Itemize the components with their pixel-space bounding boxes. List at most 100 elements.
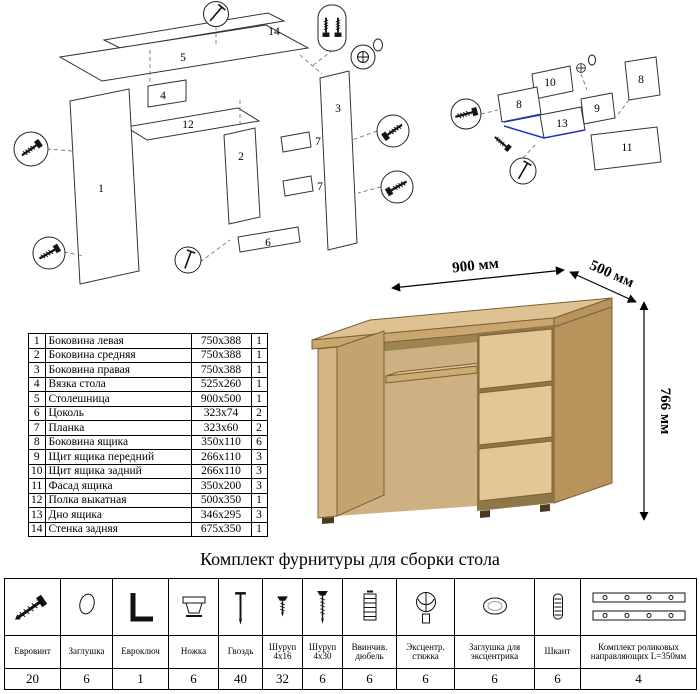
kit-icon-cell bbox=[580, 578, 697, 636]
part-label: 10 bbox=[544, 77, 556, 89]
panel-tie bbox=[147, 79, 187, 108]
drawer-unit-side bbox=[553, 306, 613, 504]
part-size-cell: 323x60 bbox=[190, 420, 252, 436]
drawer-side-panel-2 bbox=[624, 56, 661, 101]
cap-icon bbox=[78, 593, 95, 615]
kit-item-name: Гвоздь bbox=[218, 635, 263, 669]
part-number-cell: 14 bbox=[28, 521, 46, 537]
assembly-guide-lines bbox=[480, 73, 630, 159]
kit-item-qty: 6 bbox=[342, 668, 397, 690]
kit-item-qty: 6 bbox=[302, 668, 343, 690]
kit-item-name: Шуруп 4x16 bbox=[262, 635, 303, 669]
part-qty-cell: 2 bbox=[250, 420, 268, 436]
part-size-cell: 900x500 bbox=[190, 391, 252, 407]
part-label: 5 bbox=[180, 52, 186, 64]
part-size-cell: 750x388 bbox=[190, 362, 252, 378]
part-name-cell: Щит ящика передний bbox=[44, 449, 192, 465]
part-name-cell: Боковина правая bbox=[44, 362, 192, 378]
kit-names-row: Евровинт Заглушка Евроключ Ножка Гвоздь … bbox=[4, 635, 697, 669]
kit-title: Комплект фурнитуры для сборки стола bbox=[200, 549, 500, 569]
kit-icon-cell bbox=[218, 578, 263, 636]
drawers-exploded-diagram: 10 8 9 13 8 11 bbox=[450, 54, 662, 185]
drawer-front-bottom bbox=[478, 440, 553, 502]
part-qty-cell: 1 bbox=[250, 362, 268, 378]
part-label: 13 bbox=[556, 118, 568, 130]
part-name-cell: Цоколь bbox=[44, 405, 192, 421]
kit-icon-cell bbox=[342, 578, 397, 636]
kit-item-qty: 20 bbox=[4, 668, 61, 690]
part-name-cell: Боковина левая bbox=[44, 333, 192, 349]
kit-item-name: Шкант bbox=[534, 635, 581, 669]
panel-plinth bbox=[237, 226, 301, 253]
part-label: 3 bbox=[335, 103, 341, 115]
part-size-cell: 350x110 bbox=[190, 434, 252, 450]
drawer-front-top bbox=[478, 328, 553, 390]
part-number-cell: 4 bbox=[28, 376, 46, 392]
part-size-cell: 750x388 bbox=[190, 333, 252, 349]
kit-icon-cell bbox=[396, 578, 455, 636]
callout-pill bbox=[317, 4, 347, 52]
part-label: 8 bbox=[516, 99, 522, 111]
part-name-cell: Стенка задняя bbox=[44, 521, 192, 537]
desk-body bbox=[311, 297, 613, 524]
threaded-dowel-icon bbox=[363, 590, 376, 621]
part-label: 7 bbox=[317, 181, 323, 193]
part-qty-cell: 6 bbox=[250, 434, 268, 450]
drawer-slides-icon bbox=[592, 592, 685, 621]
part-size-cell: 266x110 bbox=[190, 463, 252, 479]
eccentric-cap-mark bbox=[588, 54, 596, 66]
part-label: 7 bbox=[315, 136, 321, 148]
panel-left-side bbox=[69, 88, 140, 285]
part-name-cell: Щит ящика задний bbox=[44, 463, 192, 479]
kit-item-qty: 32 bbox=[262, 668, 303, 690]
part-label: 1 bbox=[98, 183, 104, 195]
part-number-cell: 11 bbox=[28, 478, 46, 494]
wood-dowel-icon bbox=[552, 593, 563, 620]
part-name-cell: Боковина ящика bbox=[44, 434, 192, 450]
kit-item-name: Комплект роликовых направляющих L=350мм bbox=[580, 635, 697, 669]
kit-item-qty: 40 bbox=[218, 668, 263, 690]
part-qty-cell: 3 bbox=[250, 449, 268, 465]
part-number-cell: 2 bbox=[28, 347, 46, 363]
drawer-bottom-highlight bbox=[503, 114, 586, 139]
eccentric-cam-icon bbox=[415, 592, 436, 624]
depth-dimension-label: 500 мм bbox=[587, 258, 636, 292]
part-label: 8 bbox=[638, 74, 644, 86]
part-label: 12 bbox=[182, 119, 194, 131]
height-dimension-label: 766 мм bbox=[657, 388, 673, 435]
assembly-guide-lines bbox=[46, 26, 382, 263]
part-size-cell: 323x74 bbox=[190, 405, 252, 421]
eccentric-cap-icon bbox=[482, 597, 507, 615]
part-size-cell: 350x200 bbox=[190, 478, 252, 494]
part-name-cell: Полка выкатная bbox=[44, 492, 192, 508]
part-qty-cell: 1 bbox=[250, 376, 268, 392]
kit-icon-cell bbox=[112, 578, 169, 636]
eccentric-cap-mark bbox=[373, 38, 383, 52]
hardware-kit-table: Евровинт Заглушка Евроключ Ножка Гвоздь … bbox=[4, 578, 697, 690]
part-number-cell: 13 bbox=[28, 507, 46, 523]
part-qty-cell: 3 bbox=[250, 463, 268, 479]
part-label: 6 bbox=[265, 237, 271, 249]
width-dimension-label: 900 мм bbox=[452, 256, 500, 277]
kit-icon-cell bbox=[534, 578, 581, 636]
part-qty-cell: 1 bbox=[250, 347, 268, 363]
part-size-cell: 346x295 bbox=[190, 507, 252, 523]
drawer-side-panel-left bbox=[497, 86, 542, 123]
part-number-cell: 10 bbox=[28, 463, 46, 479]
part-qty-cell: 1 bbox=[250, 333, 268, 349]
panel-right-side bbox=[319, 70, 358, 251]
kit-item-name: Шуруп 4x30 bbox=[302, 635, 343, 669]
kit-item-qty: 4 bbox=[580, 668, 697, 690]
leg-icon bbox=[182, 596, 205, 617]
part-label: 2 bbox=[238, 151, 244, 163]
part-qty-cell: 1 bbox=[250, 492, 268, 508]
